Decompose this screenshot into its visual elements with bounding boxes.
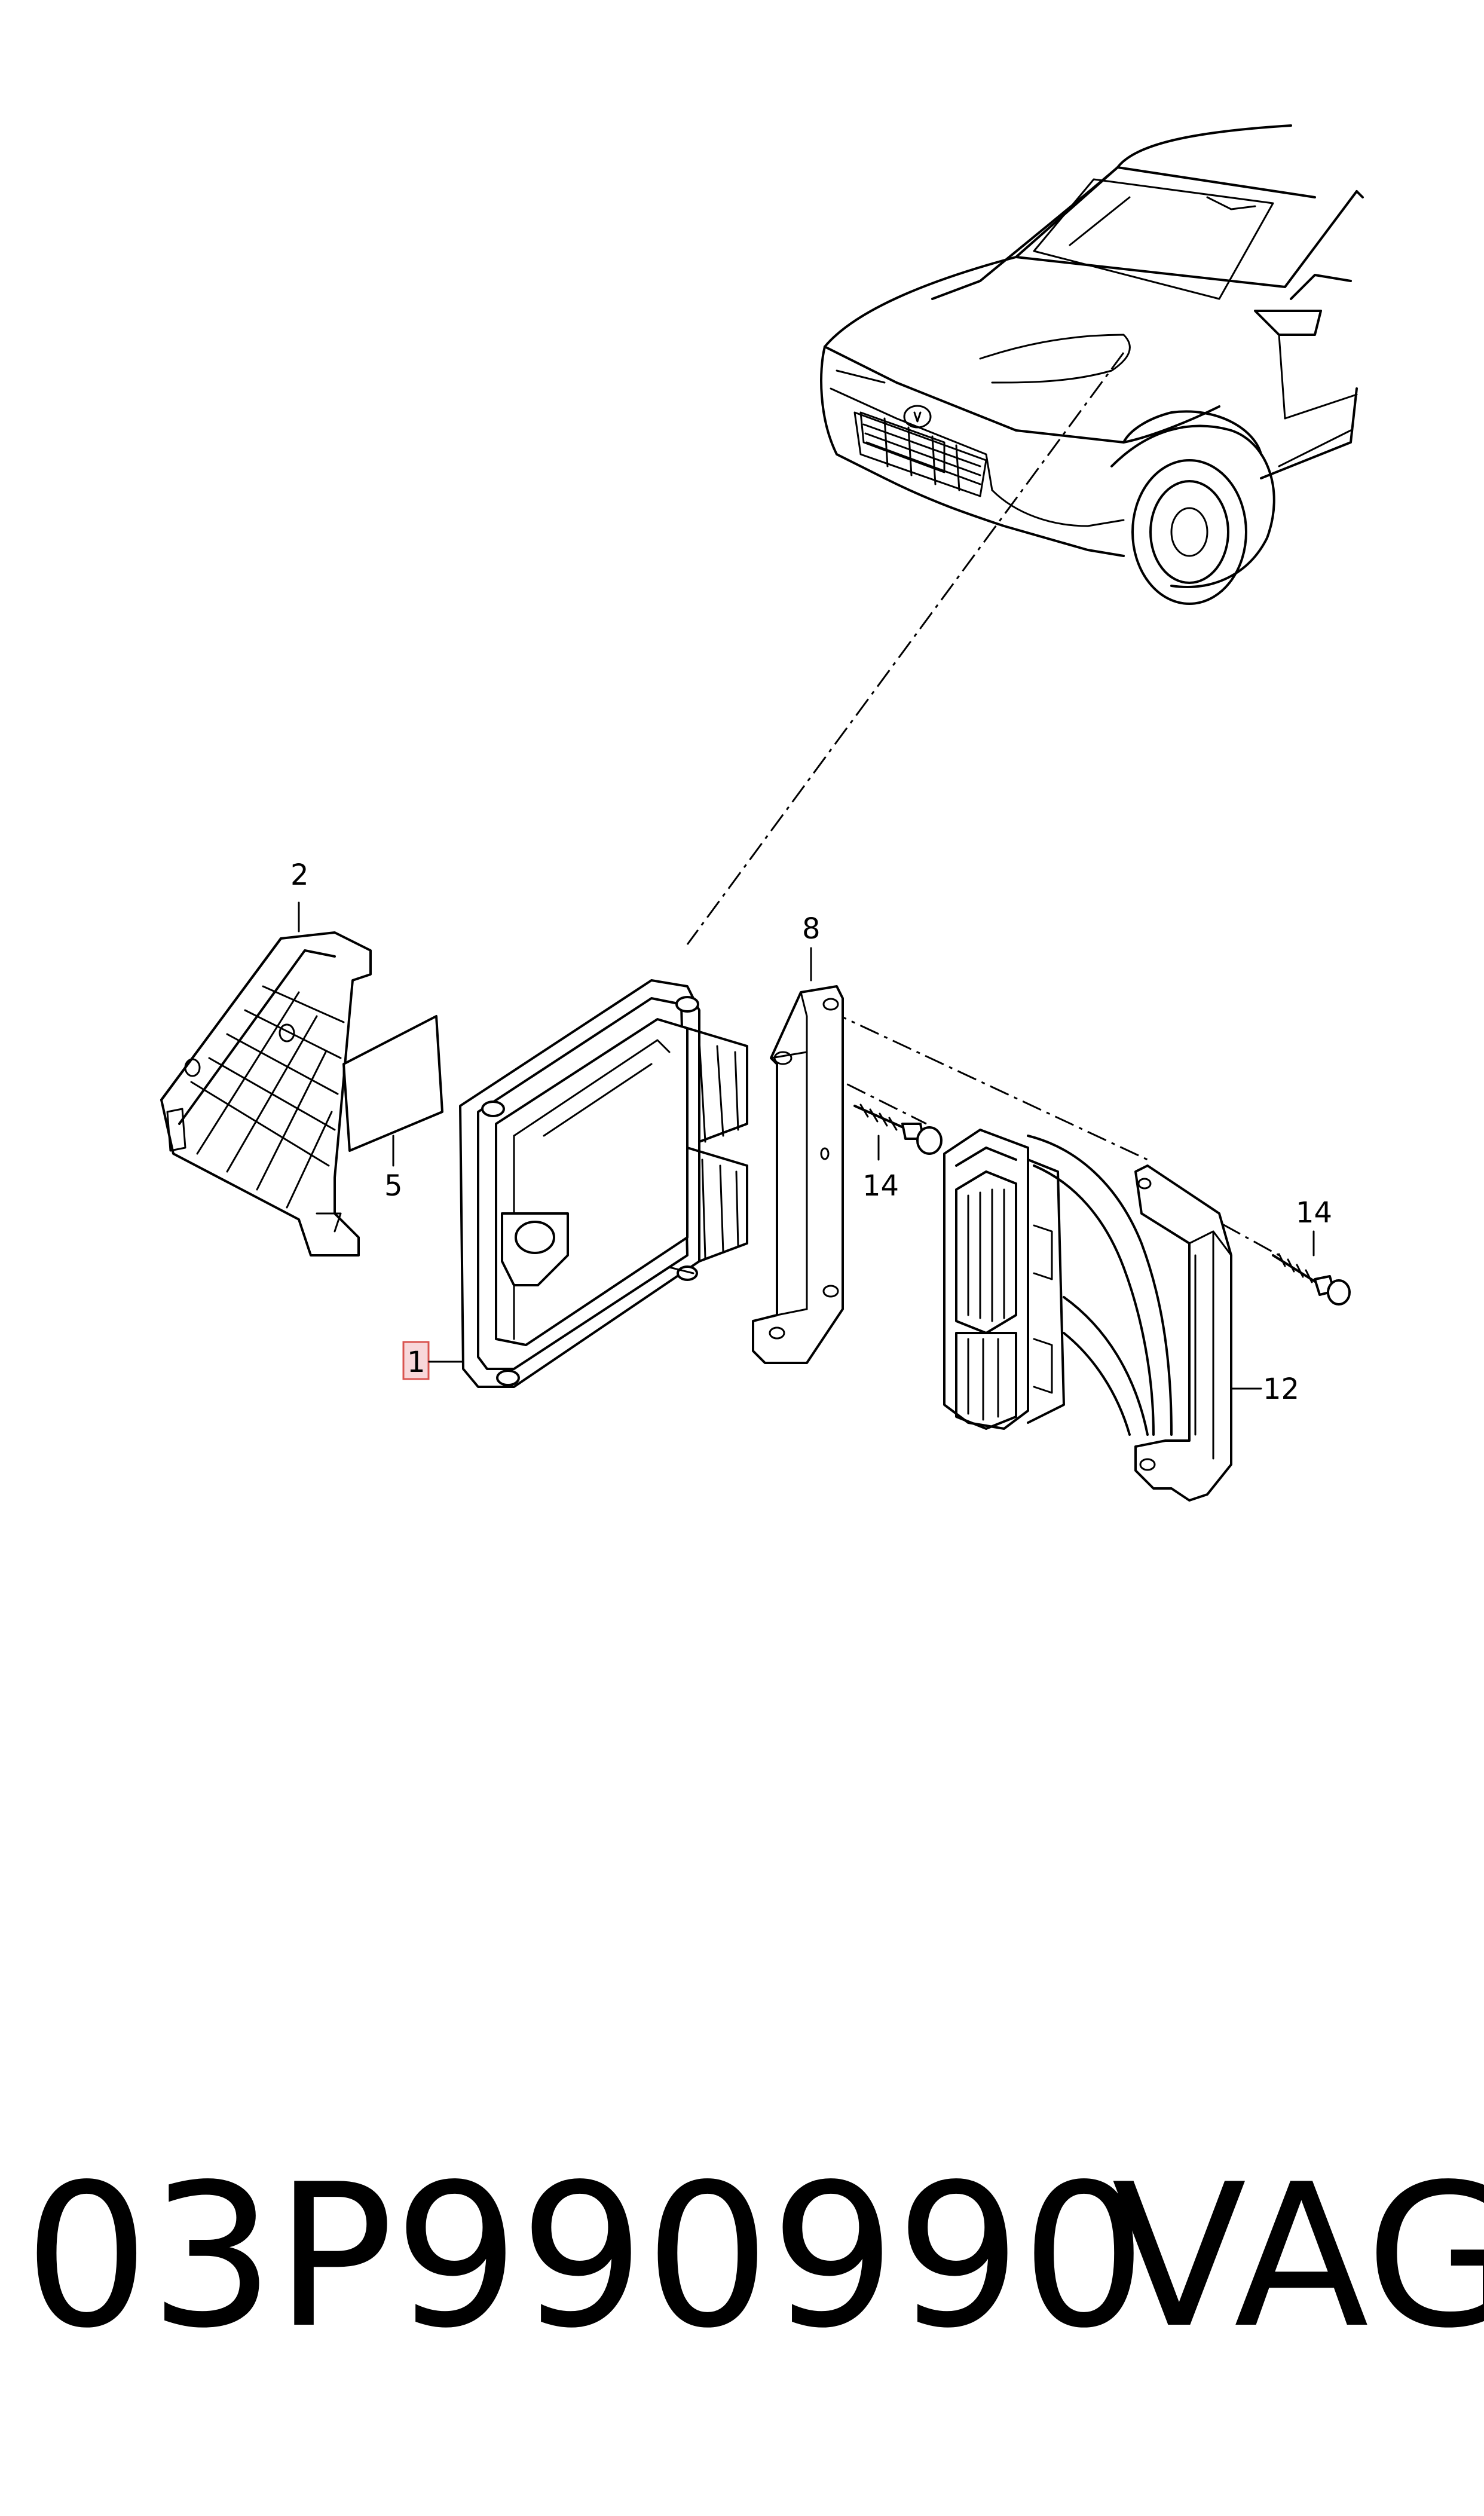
svg-text:5: 5: [384, 1169, 403, 1203]
callout-1: 1: [402, 1341, 464, 1380]
callout-8: 8: [802, 912, 821, 982]
part-8-bracket: [752, 985, 844, 1364]
svg-text:2: 2: [290, 858, 309, 892]
svg-text:1: 1: [407, 1346, 426, 1379]
callout-5: 5: [384, 1135, 403, 1203]
brand-label: VAG: [1112, 2142, 1484, 2371]
callout-2: 2: [290, 858, 309, 933]
svg-text:12: 12: [1263, 1372, 1299, 1406]
svg-text:8: 8: [802, 912, 821, 946]
caption: 03P990990 VAG: [24, 2142, 1484, 2371]
vehicle-illustration: [820, 124, 1364, 605]
part-14-screw-right: [1272, 1253, 1351, 1306]
part-14-screw-left: [853, 1103, 943, 1155]
part-number: 03P990990: [24, 2142, 1147, 2371]
part-5-label: [342, 1015, 443, 1152]
part-2-cover: [160, 931, 372, 1257]
callout-14-left: 14: [862, 1135, 899, 1203]
part-1-ecu: [459, 979, 748, 1388]
callout-12: 12: [1230, 1372, 1299, 1406]
svg-text:14: 14: [862, 1169, 899, 1203]
part-12-connector-bracket: [943, 1129, 1232, 1502]
svg-text:14: 14: [1296, 1196, 1332, 1230]
callout-14-right: 14: [1296, 1196, 1332, 1257]
